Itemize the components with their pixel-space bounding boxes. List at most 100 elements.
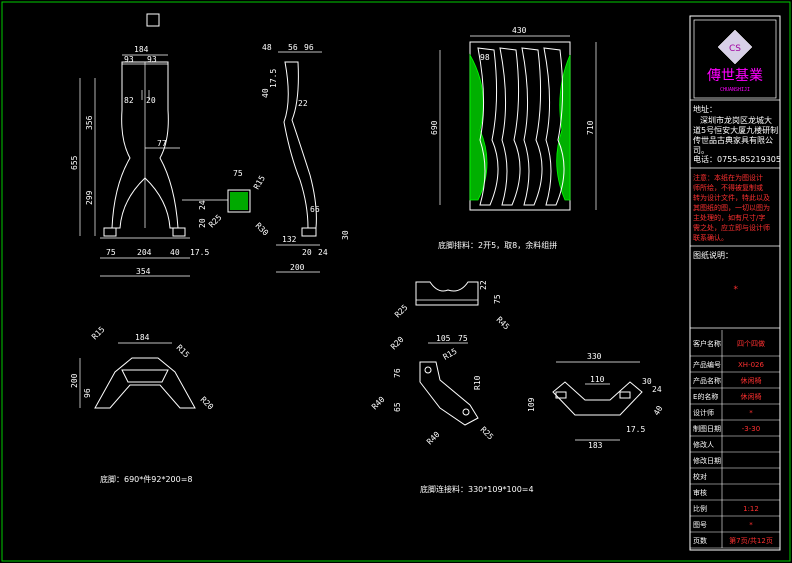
side-view: 48 56 96 40 17.5 22 66 132 20 24 200 30: [261, 43, 350, 273]
dim-foot-96: 96: [83, 388, 92, 398]
phone: 电话：0755-85219305: [693, 154, 781, 164]
title-row-label: 制图日期: [693, 424, 721, 433]
dim-small-R25: R25: [393, 303, 410, 320]
title-row-value: 第7页/共12页: [729, 536, 773, 545]
dim-front-top-width: 184: [134, 45, 149, 54]
foot-part: 184 R15 R15 200 96 R20 底脚：690*件92*200=8: [70, 325, 215, 484]
dim-front-mid: 77: [157, 139, 167, 148]
dim-side-24: 24: [318, 248, 328, 257]
dim-side-66: 66: [310, 205, 320, 214]
dim-bracket-30: 30: [642, 377, 652, 386]
dim-side-132: 132: [282, 235, 297, 244]
svg-text:CS: CS: [729, 44, 741, 54]
remark-label: 图纸说明：: [693, 250, 733, 260]
dim-connector-R10: R10: [473, 375, 482, 390]
dim-connector-R25: R25: [479, 425, 496, 442]
dim-small-22: 22: [479, 280, 488, 290]
dim-foot-R15a: R15: [90, 325, 107, 342]
title-row-label: 客户名称: [693, 339, 721, 348]
dim-front-neck-a: 82: [124, 96, 134, 105]
dim-side-20: 20: [302, 248, 312, 257]
address-line-3: 传世品古典家具有限公: [693, 135, 773, 145]
side-leg-outline: [283, 61, 317, 229]
title-row-value: 1:12: [743, 505, 759, 513]
dim-front-base-40: 40: [170, 248, 180, 257]
dim-section-R30: R30: [254, 221, 271, 238]
title-row-value: *: [749, 521, 753, 529]
logo-text: 傳世基業: [707, 67, 763, 84]
dim-front-base-75: 75: [106, 248, 116, 257]
dim-side-56: 56: [288, 43, 298, 52]
title-row-value: 四个四做: [737, 339, 765, 348]
dim-connector-76: 76: [393, 368, 402, 378]
dim-foot-200: 200: [70, 373, 79, 388]
connector-caption: 底脚连接料：330*109*100=4: [420, 484, 534, 494]
title-row-label: 图号: [693, 521, 707, 529]
material-nesting: 430 98 690 710 底脚排料：2开5，取8，余料组拼: [430, 26, 597, 250]
dim-front-leg-24: 24: [198, 200, 207, 210]
title-row-value: *: [749, 409, 753, 417]
title-row-label: E的名称: [693, 392, 718, 401]
title-row-label: 产品编号: [693, 360, 721, 369]
dim-front-h655: 655: [70, 155, 79, 170]
title-row-value: -3-30: [742, 425, 760, 433]
address-line-4: 司。: [693, 146, 709, 155]
title-row-label: 页数: [693, 536, 707, 545]
section-detail: 75 R15 R25 R30: [182, 169, 270, 238]
notice-label: 注意：: [693, 173, 714, 182]
dim-section-R25: R25: [207, 213, 224, 230]
address-line-2: 道5号恒安大厦九楼研制: [693, 125, 778, 135]
dim-front-half-b: 93: [147, 55, 157, 64]
notice-line-7: 联系确认。: [693, 233, 728, 242]
dim-section-75: 75: [233, 169, 243, 178]
title-row-label: 审核: [693, 488, 707, 497]
remark-value: *: [733, 285, 738, 295]
logo-subtext: CHUANSHIJI: [720, 87, 750, 93]
title-row-label: 设计师: [693, 408, 714, 417]
front-view: 184 93 93 82 20 77 655 356 299 75 204 40…: [70, 45, 209, 277]
notice-line-3: 转为设计文件，特此以及: [693, 193, 770, 202]
dim-front-neck-b: 20: [146, 96, 156, 105]
dim-connector-R40b: R40: [425, 430, 442, 447]
address-line-1: 深圳市龙岗区龙城大: [700, 115, 772, 125]
dim-bracket-17-5: 17.5: [626, 425, 645, 434]
dim-front-h299: 299: [85, 190, 94, 205]
dim-connector-R40: R40: [370, 395, 387, 412]
dim-side-48: 48: [262, 43, 272, 52]
corner-marker: [146, 13, 160, 27]
foot-outline: [94, 357, 196, 409]
notice-line-6: 需之处，应立即与设计师: [693, 223, 770, 232]
notice-line-2: 师所绘，不得被复制或: [693, 183, 763, 192]
title-row-label: 修改人: [693, 440, 714, 449]
dim-front-base-354: 354: [136, 267, 151, 276]
dim-front-leg-20: 20: [198, 218, 207, 228]
dim-small-75: 75: [493, 294, 502, 304]
title-row-label: 校对: [693, 472, 707, 481]
title-row-value: 休闲椅: [741, 376, 762, 385]
dim-side-200: 200: [290, 263, 305, 272]
dim-connector-105: 105: [436, 334, 451, 343]
dim-bracket-330: 330: [587, 352, 602, 361]
dim-side-30: 30: [341, 230, 350, 240]
dim-foot-R20: R20: [199, 395, 216, 412]
foot-caption: 底脚：690*件92*200=8: [100, 474, 193, 484]
dim-bracket-183: 183: [588, 441, 603, 450]
dim-material-98: 98: [480, 53, 490, 62]
dim-bracket-110: 110: [590, 375, 605, 384]
address-label: 地址：: [693, 104, 717, 114]
dim-connector-R20: R20: [389, 335, 406, 352]
dim-front-base-204: 204: [137, 248, 152, 257]
dim-side-17-5: 17.5: [269, 69, 278, 88]
notice-line-5: 主处理的，如有尺寸/字: [693, 213, 765, 222]
dim-connector-75: 75: [458, 334, 468, 343]
title-row-value: XH-026: [738, 361, 764, 369]
dim-material-710: 710: [586, 120, 595, 135]
title-row-label: 产品名称: [693, 376, 721, 385]
small-part: R25 22 75 R45: [393, 280, 511, 332]
dim-material-690: 690: [430, 120, 439, 135]
title-row-label: 比例: [693, 504, 707, 513]
dim-section-R15: R15: [252, 174, 267, 191]
